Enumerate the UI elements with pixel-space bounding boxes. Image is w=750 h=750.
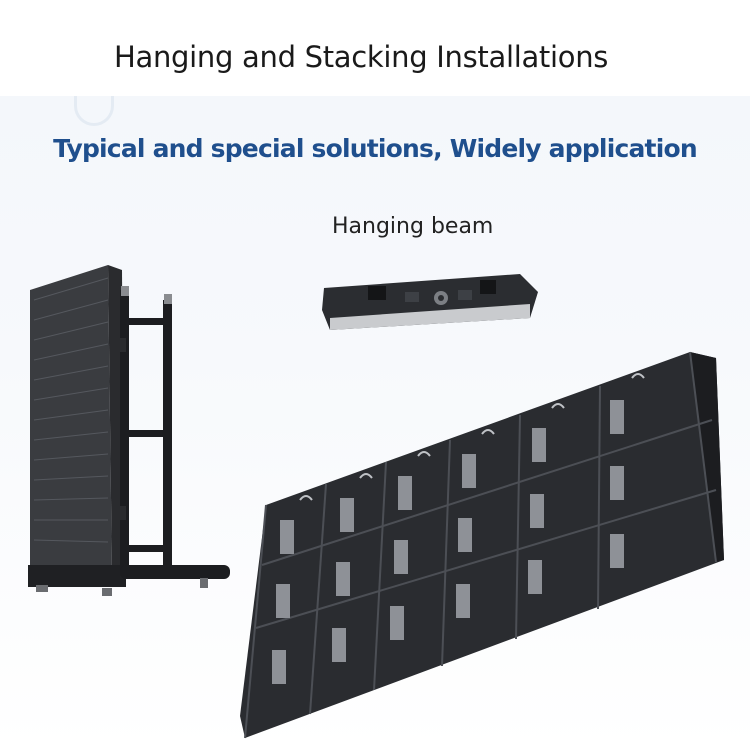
- decorative-circle: [74, 96, 114, 126]
- header-band: [0, 0, 750, 96]
- cabinet-handles: [299, 373, 645, 501]
- hanging-beam-label: Hanging beam: [332, 214, 494, 239]
- cabinet-brackets: [272, 400, 624, 684]
- led-pixel-grid: [33, 277, 109, 543]
- page-title: Hanging and Stacking Installations: [114, 40, 609, 74]
- banner-subtitle: Typical and special solutions, Widely ap…: [53, 134, 697, 163]
- cabinet-grid-lines: [244, 351, 717, 739]
